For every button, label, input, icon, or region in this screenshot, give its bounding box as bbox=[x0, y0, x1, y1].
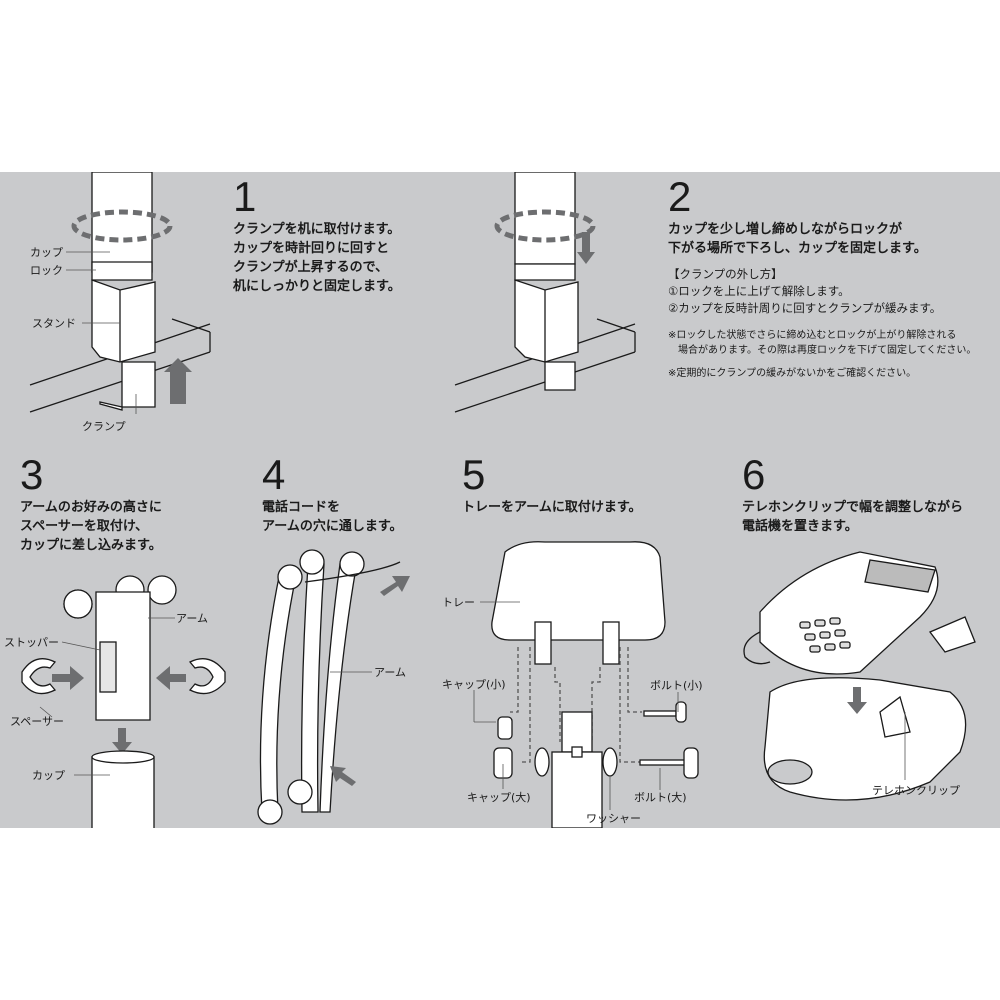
step2-instructions: カップを少し増し締めしながらロックが 下がる場所で下ろし、カップを固定します。 bbox=[668, 220, 927, 258]
label-clamp: クランプ bbox=[82, 420, 126, 433]
label-lock: ロック bbox=[30, 264, 63, 277]
step6-line: 電話機を置きます。 bbox=[742, 519, 858, 534]
step5-number: 5 bbox=[462, 451, 486, 498]
step2-note-check: ※定期的にクランプの緩みがないかをご確認ください。 bbox=[668, 368, 917, 379]
step1-illustration bbox=[29, 172, 211, 413]
label-bolt-small: ボルト(小) bbox=[650, 679, 703, 692]
label-cup: カップ bbox=[32, 769, 65, 782]
step1-line: 机にしっかりと固定します。 bbox=[233, 279, 401, 294]
step4-instructions: 電話コードを アームの穴に通します。 bbox=[262, 498, 403, 536]
label-tray: トレー bbox=[442, 596, 475, 609]
step2-illustration bbox=[454, 172, 636, 413]
label-arm: アーム bbox=[374, 666, 407, 679]
removal-instructions: 【クランプの外し方】 ①ロックを上に上げて解除します。 ②カップを反時計周りに回… bbox=[668, 266, 941, 317]
step4-number: 4 bbox=[262, 451, 286, 498]
label-cup: カップ bbox=[30, 246, 63, 259]
removal-step: ①ロックを上に上げて解除します。 bbox=[668, 284, 850, 298]
label-arm: アーム bbox=[176, 612, 209, 625]
step1-line: クランプが上昇するので、 bbox=[233, 260, 389, 275]
step1-instructions: クランプを机に取付けます。 カップを時計回りに回すと クランプが上昇するので、 … bbox=[233, 220, 401, 296]
step3-line: スペーサーを取付け、 bbox=[20, 519, 149, 534]
step6-instructions: テレホンクリップで幅を調整しながら 電話機を置きます。 bbox=[742, 498, 963, 536]
step3-line: カップに差し込みます。 bbox=[20, 538, 162, 553]
note-line: 場合があります。その際は再度ロックを下げて固定してください。 bbox=[668, 345, 977, 356]
instruction-panel: 1 クランプを机に取付けます。 カップを時計回りに回すと クランプが上昇するので… bbox=[0, 172, 1000, 828]
label-stopper: ストッパー bbox=[4, 636, 59, 649]
step4-line: アームの穴に通します。 bbox=[262, 519, 403, 534]
step2-note: ※ロックした状態でさらに締め込むとロックが上がり解除される 場合があります。その… bbox=[668, 328, 976, 358]
step3-instructions: アームのお好みの高さに スペーサーを取付け、 カップに差し込みます。 bbox=[20, 498, 162, 555]
step6-illustration bbox=[743, 551, 976, 801]
up-arrow bbox=[164, 358, 192, 404]
step2-line: 下がる場所で下ろし、カップを固定します。 bbox=[668, 241, 927, 256]
step3-illustration bbox=[21, 575, 226, 828]
step2-number: 2 bbox=[668, 173, 692, 220]
step1-line: カップを時計回りに回すと bbox=[233, 241, 390, 256]
label-bolt-large: ボルト(大) bbox=[634, 791, 687, 804]
removal-title: 【クランプの外し方】 bbox=[668, 267, 783, 281]
step6-number: 6 bbox=[742, 451, 766, 498]
step5-instructions: トレーをアームに取付けます。 bbox=[462, 498, 642, 517]
label-cap-large: キャップ(大) bbox=[467, 791, 531, 804]
step3-line: アームのお好みの高さに bbox=[20, 500, 162, 515]
down-arrow bbox=[577, 232, 595, 264]
label-cap-small: キャップ(小) bbox=[442, 678, 506, 691]
step6-line: テレホンクリップで幅を調整しながら bbox=[742, 500, 964, 515]
illustrations bbox=[21, 172, 976, 828]
step1-number: 1 bbox=[233, 173, 257, 220]
label-washer: ワッシャー bbox=[586, 812, 641, 825]
label-stand: スタンド bbox=[32, 317, 76, 330]
step5-line: トレーをアームに取付けます。 bbox=[462, 500, 642, 515]
step3-number: 3 bbox=[20, 451, 44, 498]
step1-line: クランプを机に取付けます。 bbox=[233, 222, 401, 237]
step2-line: カップを少し増し締めしながらロックが bbox=[668, 222, 903, 237]
leader-lines bbox=[39, 251, 906, 810]
step4-line: 電話コードを bbox=[262, 500, 341, 515]
removal-step: ②カップを反時計周りに回すとクランプが緩みます。 bbox=[668, 301, 942, 315]
step5-illustration bbox=[491, 541, 699, 828]
label-telephone-clip: テレホンクリップ bbox=[872, 784, 960, 797]
label-spacer: スペーサー bbox=[10, 715, 65, 728]
step4-illustration bbox=[257, 549, 410, 825]
note-line: ※ロックした状態でさらに締め込むとロックが上がり解除される bbox=[668, 330, 957, 341]
